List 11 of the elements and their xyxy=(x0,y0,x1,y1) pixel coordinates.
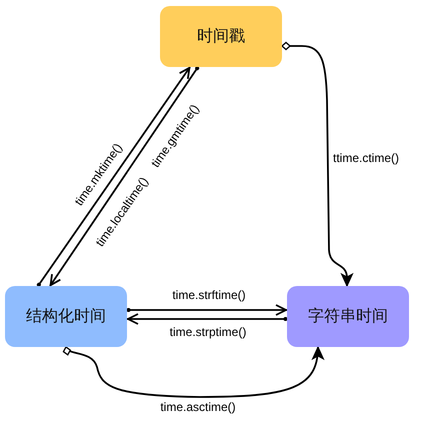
arrow xyxy=(126,304,287,316)
edge-label: time.strptime() xyxy=(170,326,246,340)
state-box: 时间戳 xyxy=(160,6,282,67)
edge-label: ttime.ctime() xyxy=(333,152,399,166)
state-box: 结构化时间 xyxy=(5,286,127,347)
state-box: 字符串时间 xyxy=(287,286,409,347)
arrow xyxy=(64,346,324,398)
edge-label: time.asctime() xyxy=(160,401,236,415)
arrow xyxy=(127,313,288,325)
arrow xyxy=(281,42,353,286)
edge-label: time.strftime() xyxy=(172,289,246,303)
